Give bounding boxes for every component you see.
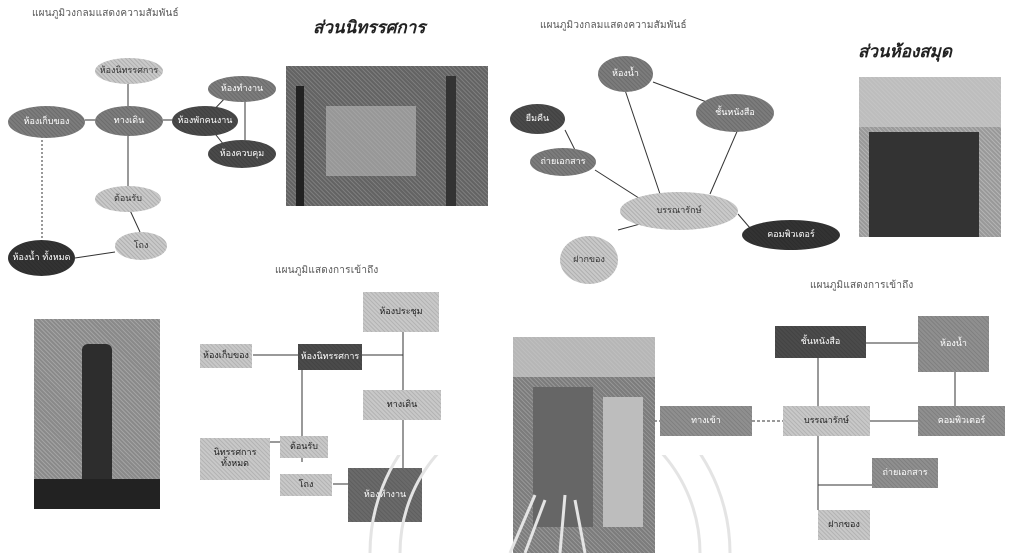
bubble-node: ห้องน้ำ ทั้งหมด xyxy=(8,240,75,276)
bubble-node: ห้องนิทรรศการ xyxy=(95,58,163,84)
bubble-node: ต้อนรับ xyxy=(95,186,161,212)
library-photo xyxy=(859,77,1001,237)
bubble-node: ยืมคืน xyxy=(510,104,565,134)
caption-bubble-left: แผนภูมิวงกลมแสดงความสัมพันธ์ xyxy=(32,8,179,19)
bubble-node: ห้องพักคนงาน xyxy=(172,106,238,136)
box-node: ห้องน้ำ xyxy=(918,316,989,372)
seal-watermark xyxy=(368,455,732,553)
box-node: ถ่ายเอกสาร xyxy=(872,458,938,488)
title-library: ส่วนห้องสมุด xyxy=(858,42,952,62)
bubble-node: โถง xyxy=(115,232,167,260)
bubble-node: ทางเดิน xyxy=(95,106,163,136)
box-node: บรรณารักษ์ xyxy=(783,406,870,436)
box-node: ห้องประชุม xyxy=(363,292,439,332)
caption-box-left: แผนภูมิแสดงการเข้าถึง xyxy=(275,265,379,276)
bubble-node: บรรณารักษ์ xyxy=(620,192,738,230)
box-node: ฝากของ xyxy=(818,510,870,540)
box-node: คอมพิวเตอร์ xyxy=(918,406,1005,436)
library-interior-photo xyxy=(513,337,655,553)
box-node: ชั้นหนังสือ xyxy=(775,326,866,358)
box-node: ต้อนรับ xyxy=(280,436,328,458)
bubble-node: ฝากของ xyxy=(560,236,618,284)
caption-bubble-right: แผนภูมิวงกลมแสดงความสัมพันธ์ xyxy=(540,20,687,31)
exhibition-photo xyxy=(286,66,488,206)
box-node: โถง xyxy=(280,474,332,496)
bubble-node: ชั้นหนังสือ xyxy=(696,94,774,132)
box-node: ทางเข้า xyxy=(660,406,752,436)
bubble-node: ห้องทำงาน xyxy=(208,76,276,102)
box-node: ทางเดิน xyxy=(363,390,441,420)
bubble-node: ถ่ายเอกสาร xyxy=(530,148,596,176)
box-node: ห้องทำงาน xyxy=(348,468,422,522)
title-exhibition: ส่วนนิทรรศการ xyxy=(313,18,426,38)
box-node: นิทรรศการ ทั้งหมด xyxy=(200,438,270,480)
display-stand-photo xyxy=(34,319,160,509)
box-node: ห้องนิทรรศการ xyxy=(298,344,362,370)
bubble-node: ห้องน้ำ xyxy=(598,56,653,92)
box-node: ห้องเก็บของ xyxy=(200,344,252,368)
bubble-node: ห้องเก็บของ xyxy=(8,106,85,138)
bubble-node: คอมพิวเตอร์ xyxy=(742,220,840,250)
caption-box-right: แผนภูมิแสดงการเข้าถึง xyxy=(810,280,914,291)
bubble-node: ห้องควบคุม xyxy=(208,140,276,168)
